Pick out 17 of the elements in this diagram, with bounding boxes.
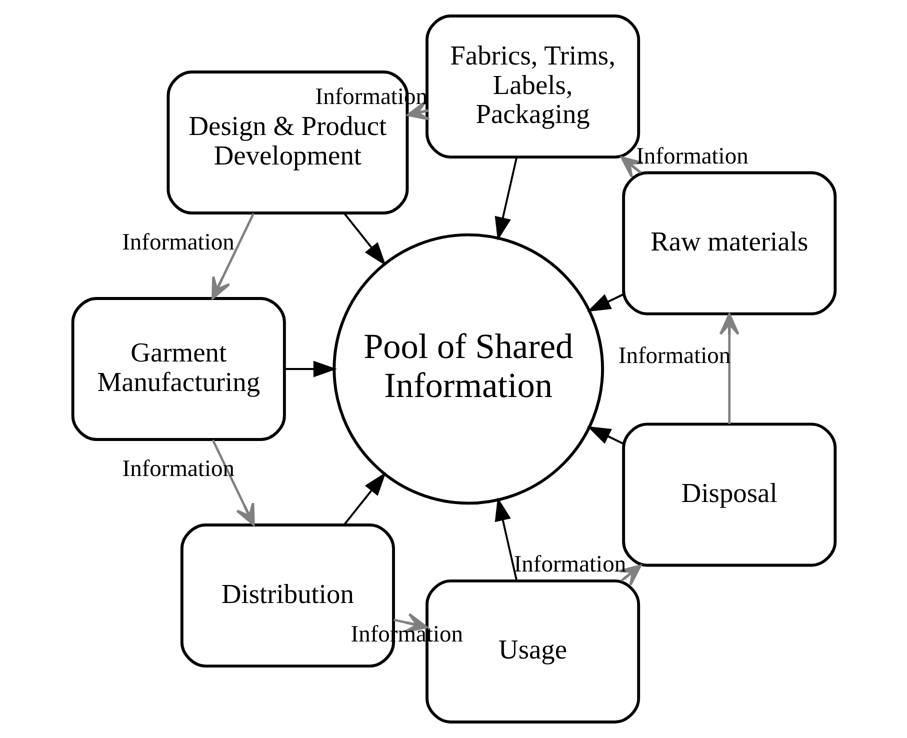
arrow bbox=[586, 426, 624, 444]
node-box: Raw materials bbox=[622, 171, 836, 316]
arrow bbox=[343, 472, 386, 526]
arrow bbox=[494, 156, 518, 241]
edge-label: Information bbox=[618, 343, 730, 370]
edge-label: Information bbox=[122, 456, 234, 482]
edge-label: Information bbox=[122, 229, 234, 256]
arrow bbox=[586, 294, 624, 312]
arrow bbox=[718, 313, 739, 424]
arrow bbox=[343, 212, 386, 266]
node-box: Garment Manufacturing bbox=[70, 297, 286, 441]
arrow bbox=[618, 564, 641, 586]
node-circle: Pool of Shared Information bbox=[332, 233, 604, 505]
arrow bbox=[494, 497, 518, 582]
arrow bbox=[211, 440, 254, 526]
arrow bbox=[211, 213, 254, 300]
arrow bbox=[284, 360, 336, 378]
